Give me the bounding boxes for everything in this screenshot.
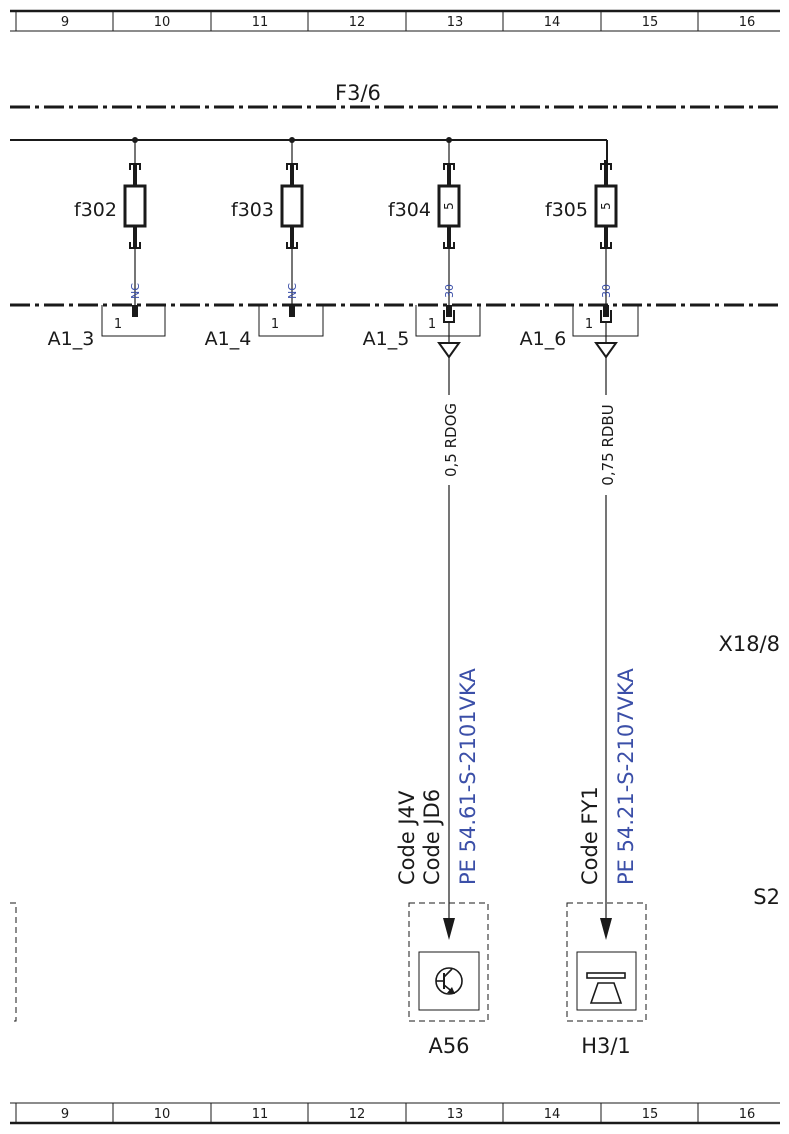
fuse-label: f303 [231, 199, 274, 221]
transistor-icon [418, 951, 480, 1011]
code-label: Code JD6 [420, 789, 444, 885]
connector-ref-label: X18/8 [718, 632, 780, 656]
terminal-label: 30 [600, 284, 613, 298]
connector-label: A1_3 [48, 328, 95, 350]
pin-number: 1 [585, 317, 593, 332]
horn-symbol [586, 972, 626, 1004]
fuse-label: f304 [388, 199, 431, 221]
ruler-col-10: 10 [154, 1107, 171, 1122]
fuse-f303: f303 NC 1 A1_4 [205, 140, 324, 350]
ruler-col-16: 16 [739, 15, 756, 30]
reference-link[interactable]: PE 54.61-S-2101VKA [456, 668, 480, 885]
component-label: H3/1 [581, 1034, 631, 1058]
wire-spec: 0,75 RDBU [599, 404, 617, 485]
ruler-col-10: 10 [154, 15, 171, 30]
component-outline [566, 902, 647, 1022]
ruler-col-9: 9 [61, 1107, 69, 1122]
pin-number: 1 [428, 317, 436, 332]
terminal-label: 30 [443, 284, 456, 298]
fuse-f302: f302 NC 1 A1_3 [48, 140, 166, 350]
ruler-col-9: 9 [61, 15, 69, 30]
bottom-ruler: 9 10 11 12 13 14 15 16 [10, 1102, 780, 1125]
component-outline [408, 902, 489, 1022]
connector-label: A1_6 [520, 328, 567, 350]
fuse-rating: 5 [599, 202, 613, 210]
ruler-col-11: 11 [252, 1107, 269, 1122]
terminal-label: NC [286, 283, 299, 299]
wire-spec: 0,5 RDOG [442, 403, 460, 477]
ruler-col-15: 15 [642, 15, 659, 30]
ruler-col-15: 15 [642, 1107, 659, 1122]
connector-label: A1_5 [363, 328, 410, 350]
ruler-col-12: 12 [349, 1107, 366, 1122]
fuse-label: f302 [74, 199, 117, 221]
pin-number: 1 [114, 317, 122, 332]
connector-label: A1_4 [205, 328, 252, 350]
wire-h3-1: 0,75 RDBU PE 54.21-S-2107VKA Code FY1 H3… [566, 322, 647, 1058]
wire-a56: 0,5 RDOG PE 54.61-S-2101VKA Code J4V Cod… [395, 322, 489, 1058]
code-label: Code J4V [395, 790, 419, 885]
fuse-rating: 5 [442, 202, 456, 210]
ruler-col-16: 16 [739, 1107, 756, 1122]
fuse-label: f305 [545, 199, 588, 221]
fuse-f305: f305 5 30 1 A1_6 [520, 160, 639, 350]
fuse-box-label: F3/6 [335, 81, 381, 105]
switch-ref-label: S2 [753, 885, 780, 909]
arrow-head [600, 918, 612, 940]
top-ruler: 9 10 11 12 13 14 15 16 [10, 9, 780, 32]
reference-link[interactable]: PE 54.21-S-2107VKA [614, 668, 638, 885]
fuse-f304: f304 5 30 1 A1_5 [363, 140, 481, 350]
ruler-col-12: 12 [349, 15, 366, 30]
pin-number: 1 [271, 317, 279, 332]
ruler-col-11: 11 [252, 15, 269, 30]
ruler-col-13: 13 [447, 1107, 464, 1122]
code-label: Code FY1 [578, 786, 602, 885]
arrow-head [443, 918, 455, 940]
ruler-col-14: 14 [544, 15, 561, 30]
horn-icon [576, 951, 637, 1011]
ruler-col-13: 13 [447, 15, 464, 30]
component-label: A56 [428, 1034, 469, 1058]
transistor-symbol [435, 967, 463, 995]
ruler-col-14: 14 [544, 1107, 561, 1122]
partial-component-outline [10, 902, 17, 1022]
terminal-label: NC [129, 283, 142, 299]
